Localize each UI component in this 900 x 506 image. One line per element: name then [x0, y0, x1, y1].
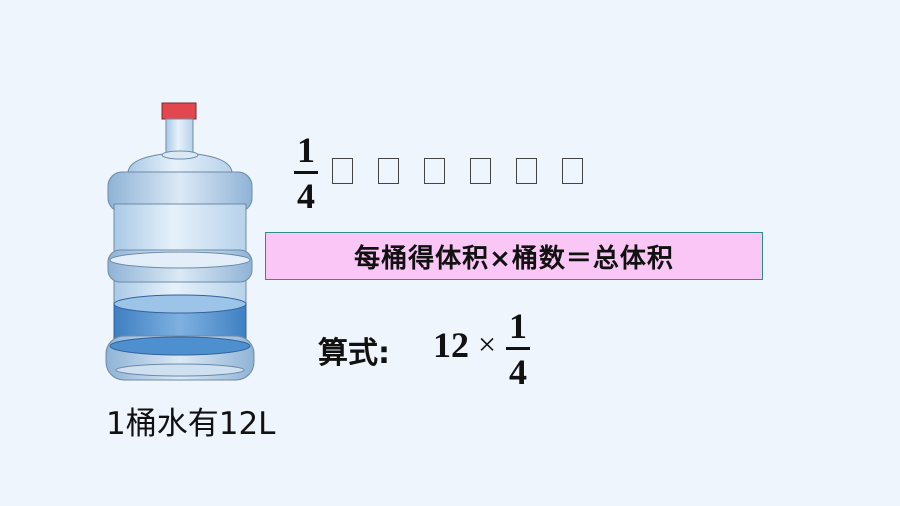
relation-formula: 每桶得体积×桶数＝总体积	[265, 232, 763, 280]
expression-operator: ×	[478, 326, 497, 362]
fraction-numerator: 1	[297, 130, 315, 170]
fraction-bar	[294, 171, 318, 174]
fraction-bar	[506, 347, 530, 350]
expression-denominator: 4	[509, 352, 527, 392]
bottle-caption: 1桶水有12L	[106, 406, 276, 442]
placeholder-box: □	[332, 158, 353, 184]
expression-numerator: 1	[509, 306, 527, 346]
placeholder-box: □	[378, 158, 399, 184]
placeholder-box: □	[470, 158, 491, 184]
water-bottle-icon	[105, 102, 255, 381]
placeholder-box: □	[562, 158, 583, 184]
expression-label: 算式:	[318, 336, 390, 371]
expression-whole: 12	[433, 325, 469, 365]
expression-fraction: 1 4	[506, 308, 530, 390]
fraction-denominator: 4	[297, 176, 315, 216]
placeholder-boxes: □ □ □ □ □ □	[332, 158, 594, 184]
intro-fraction: 1 4	[294, 132, 318, 214]
placeholder-box: □	[516, 158, 537, 184]
placeholder-box: □	[424, 158, 445, 184]
